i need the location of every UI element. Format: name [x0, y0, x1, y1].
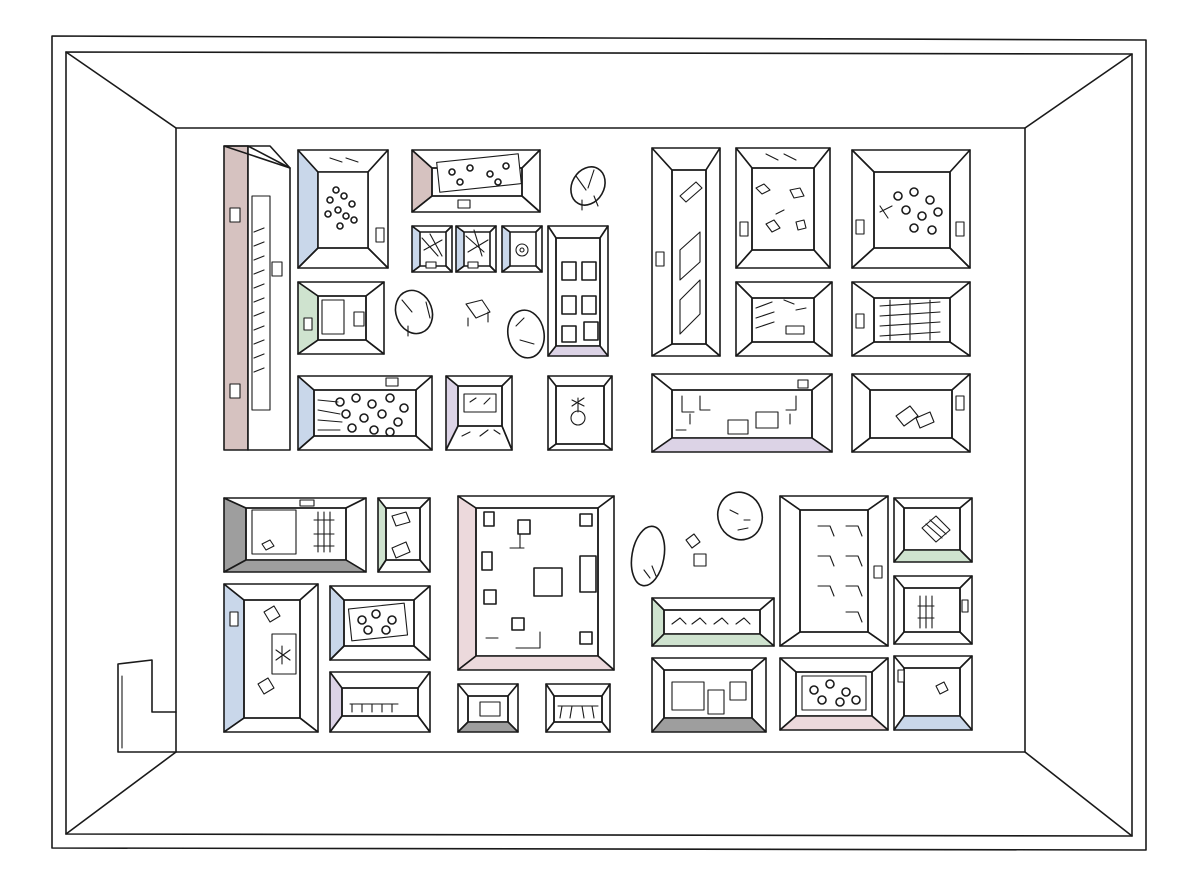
- booth-b28: [651, 657, 767, 733]
- booth-b12: [651, 147, 721, 357]
- booth-b4: [411, 225, 453, 273]
- booth-b33: [893, 655, 973, 731]
- booth-b20: [377, 497, 431, 573]
- booth-b5: [455, 225, 497, 273]
- booth-b15: [735, 281, 833, 357]
- booth-b18: [851, 373, 971, 453]
- aisle-furniture-top: [394, 166, 606, 359]
- booth-b7: [547, 225, 609, 357]
- booth-b21: [223, 583, 319, 733]
- booth-b24: [457, 495, 615, 671]
- booth-b17: [651, 373, 833, 453]
- booth-b32: [893, 575, 973, 645]
- booth-b16: [851, 281, 971, 357]
- booth-b19: [223, 497, 367, 573]
- booth-b29: [779, 495, 889, 647]
- booth-b23: [329, 671, 431, 733]
- booth-b9: [297, 375, 433, 451]
- booth-b8: [297, 281, 385, 355]
- booth-b1: [223, 145, 291, 451]
- booth-b6: [501, 225, 543, 273]
- booth-b3: [411, 149, 541, 213]
- aisle-furniture-bottom: [630, 491, 764, 587]
- hall-walls: [51, 35, 1147, 851]
- booth-b14: [851, 149, 971, 269]
- booth-b13: [735, 147, 831, 269]
- booth-b31: [893, 497, 973, 563]
- booth-b30: [779, 657, 889, 731]
- booth-b26: [545, 683, 611, 733]
- booth-b25: [457, 683, 519, 733]
- booth-b22: [329, 585, 431, 661]
- booth-b11: [547, 375, 613, 451]
- booth-b2: [297, 149, 389, 269]
- booth-b10: [445, 375, 513, 451]
- booth-b27: [651, 597, 775, 647]
